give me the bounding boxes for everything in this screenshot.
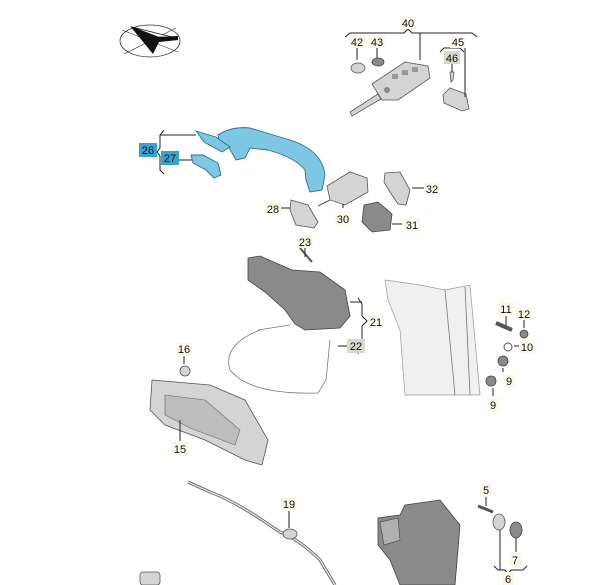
callout-12[interactable]: 12 (516, 307, 532, 321)
svg-text:9: 9 (490, 400, 496, 412)
bowden-cable-part[interactable] (228, 324, 331, 394)
callout-15[interactable]: 15 (172, 442, 188, 456)
cap-part-32[interactable] (383, 171, 411, 206)
callout-5[interactable]: 5 (480, 483, 492, 497)
handle-carrier-part[interactable] (247, 247, 351, 331)
screw-part-5[interactable] (477, 504, 494, 514)
bolt-part-11[interactable] (495, 321, 513, 332)
callout-42[interactable]: 42 (349, 35, 365, 49)
svg-text:22: 22 (350, 341, 362, 353)
svg-text:6: 6 (505, 574, 511, 585)
svg-text:16: 16 (178, 344, 190, 356)
bolt-part-9a[interactable] (497, 355, 509, 367)
outer-door-handle-part[interactable] (194, 127, 326, 193)
svg-text:5: 5 (483, 485, 489, 497)
door-pillar-part[interactable] (384, 279, 481, 396)
callout-7[interactable]: 7 (509, 553, 521, 567)
svg-text:30: 30 (337, 214, 349, 226)
bracket-part-31[interactable] (361, 201, 393, 233)
callout-22[interactable]: 22 (347, 339, 365, 353)
callout-9-upper[interactable]: 9 (503, 374, 515, 388)
svg-text:21: 21 (370, 317, 382, 329)
key-blade-cover-part[interactable] (442, 87, 470, 112)
callout-6[interactable]: 6 (502, 572, 514, 585)
washer-part-6[interactable] (492, 513, 506, 531)
callout-46[interactable]: 46 (444, 51, 460, 65)
callout-32[interactable]: 32 (424, 182, 440, 196)
svg-text:23: 23 (299, 237, 311, 249)
svg-text:11: 11 (500, 304, 511, 316)
door-lock-part[interactable] (377, 499, 461, 585)
callout-27[interactable]: 27 (161, 151, 179, 165)
cable-part-19[interactable] (187, 480, 337, 585)
bolt-part-9b[interactable] (485, 375, 497, 387)
screw-part[interactable] (449, 71, 455, 83)
callout-30[interactable]: 30 (335, 212, 351, 226)
seal-part-10[interactable] (503, 342, 513, 352)
inner-door-handle-part[interactable] (149, 379, 269, 466)
svg-text:32: 32 (426, 184, 438, 196)
washer-part-16[interactable] (179, 365, 191, 377)
svg-text:43: 43 (371, 37, 383, 49)
callout-19[interactable]: 19 (281, 497, 297, 511)
callout-28[interactable]: 28 (265, 202, 281, 216)
callout-16[interactable]: 16 (176, 342, 192, 356)
svg-text:26: 26 (142, 145, 154, 157)
svg-text:9: 9 (506, 376, 512, 388)
svg-text:40: 40 (402, 18, 414, 30)
handle-seal-part[interactable] (190, 154, 222, 179)
svg-text:46: 46 (446, 53, 458, 65)
callout-31[interactable]: 31 (404, 218, 420, 232)
svg-text:42: 42 (351, 37, 363, 49)
callout-9-lower[interactable]: 9 (487, 398, 499, 412)
svg-text:10: 10 (521, 342, 533, 354)
cover-part-28[interactable] (289, 199, 319, 229)
svg-text:19: 19 (283, 499, 295, 511)
callout-11[interactable]: 11 (498, 302, 514, 316)
remote-key-part[interactable] (349, 61, 431, 117)
svg-text:31: 31 (406, 220, 418, 232)
callout-21[interactable]: 21 (368, 315, 384, 329)
svg-text:7: 7 (512, 555, 518, 567)
paper-plane-compass-icon (119, 24, 181, 58)
svg-text:45: 45 (452, 37, 464, 49)
battery-part[interactable] (350, 62, 366, 74)
svg-text:27: 27 (164, 153, 176, 165)
battery-cover-part[interactable] (371, 57, 385, 67)
callout-43[interactable]: 43 (369, 35, 385, 49)
cap-part-bottom[interactable] (139, 571, 161, 585)
seal-part-7[interactable] (509, 521, 523, 539)
callout-10[interactable]: 10 (519, 340, 535, 354)
svg-text:28: 28 (267, 204, 279, 216)
svg-text:12: 12 (518, 309, 530, 321)
lock-cylinder-part[interactable] (317, 171, 369, 207)
callout-40[interactable]: 40 (400, 16, 416, 30)
callout-23[interactable]: 23 (297, 235, 313, 249)
callout-45[interactable]: 45 (450, 35, 466, 49)
callout-26[interactable]: 26 (139, 143, 157, 157)
svg-text:15: 15 (174, 444, 186, 456)
nut-part-12[interactable] (519, 329, 529, 339)
